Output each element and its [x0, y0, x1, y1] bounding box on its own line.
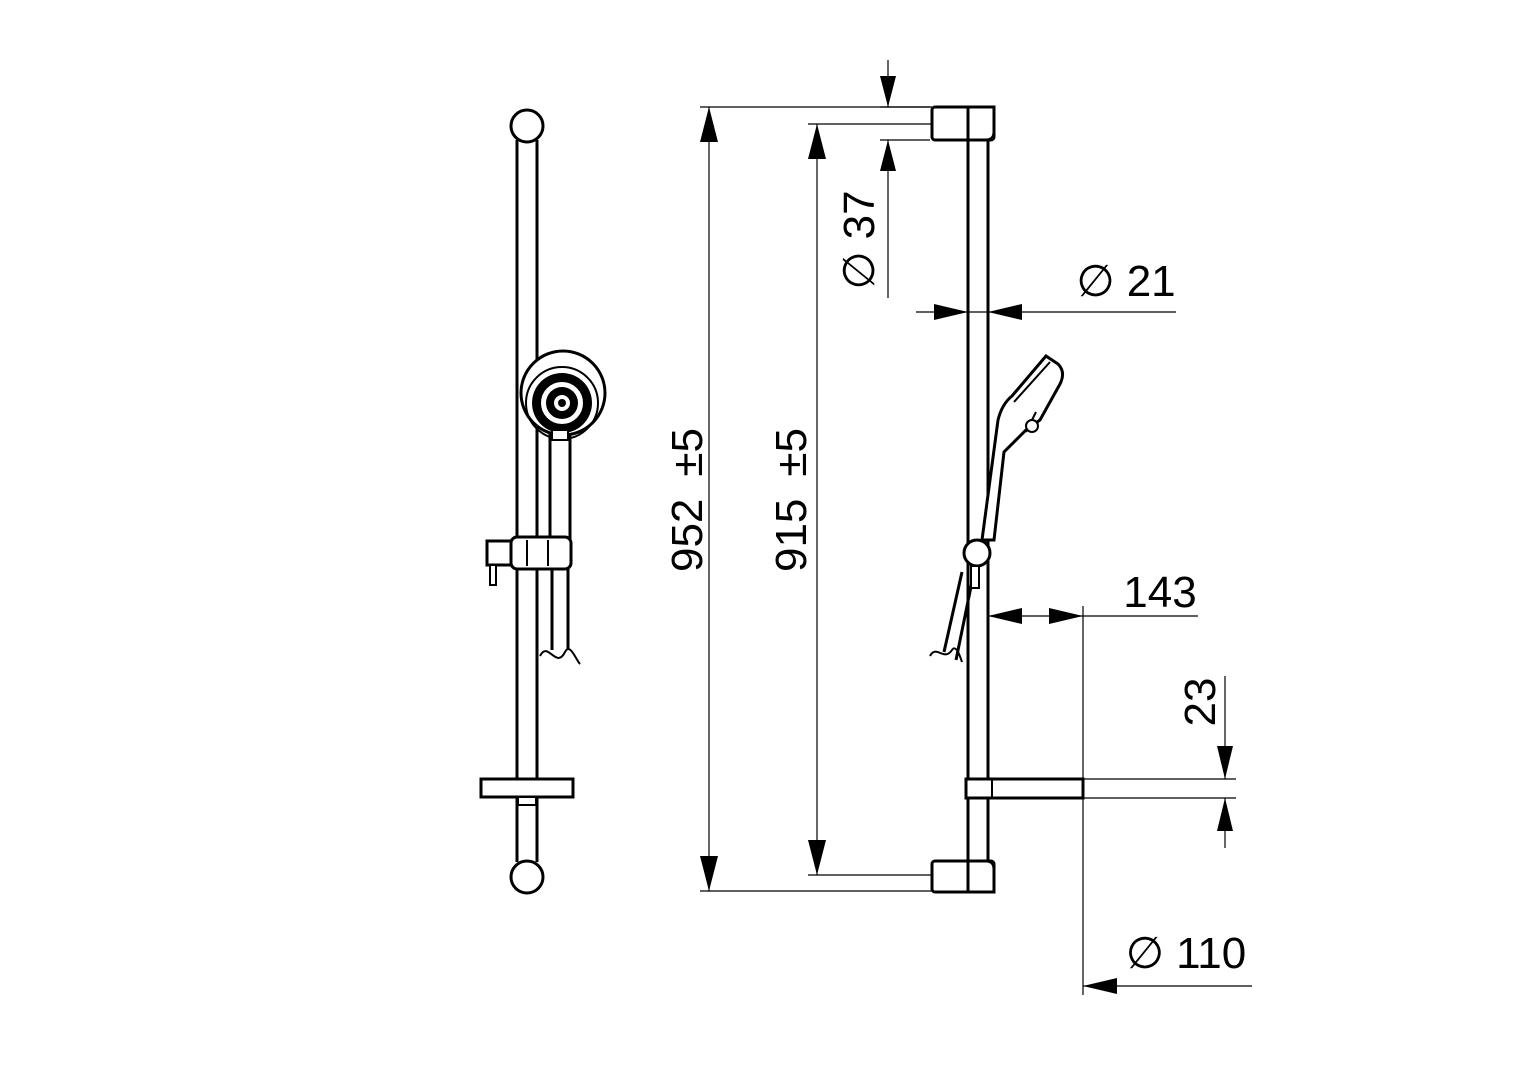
dimension-projection: 143 [988, 568, 1198, 995]
overall-height-tolerance: ±5 [663, 428, 712, 477]
front-slider [485, 535, 573, 586]
front-shelf [479, 777, 575, 806]
svg-text:∅37: ∅ 37 [835, 190, 884, 289]
side-shelf [964, 777, 1085, 800]
svg-text:∅21: ∅ 21 [1076, 257, 1175, 306]
rail-diameter-value: 21 [1127, 257, 1176, 306]
dimension-bracket-diameter: ∅ 37 [835, 60, 930, 298]
head-diameter-symbol: ∅ [1126, 929, 1164, 978]
bracket-diameter-symbol: ∅ [835, 251, 884, 289]
dimension-head-diameter: ∅110 [1083, 929, 1252, 994]
front-shower-head [519, 349, 607, 540]
head-diameter-value: 110 [1176, 929, 1246, 978]
rail-diameter-symbol: ∅ [1076, 257, 1114, 306]
overall-height-value: 952 [663, 499, 712, 572]
side-bottom-bracket [930, 859, 996, 894]
mounting-distance-tolerance: ±5 [767, 428, 816, 477]
dimension-overall-height: 952 ±5 [663, 106, 932, 892]
front-hose [539, 569, 581, 665]
side-view [929, 105, 1085, 894]
mounting-distance-value: 915 [767, 499, 816, 572]
side-rail [966, 140, 990, 862]
front-bottom-cap [509, 859, 545, 895]
side-slider [962, 538, 992, 589]
side-top-bracket [930, 105, 996, 142]
svg-text:∅110: ∅110 [1126, 929, 1246, 978]
dimension-mounting-distance: 915±5 [767, 123, 932, 876]
dimension-shelf-height: 23 [1083, 676, 1236, 848]
dimension-rail-diameter: ∅ 21 [916, 257, 1176, 320]
shelf-height-value: 23 [1176, 678, 1225, 727]
front-rail [515, 140, 539, 862]
front-top-cap [509, 108, 545, 144]
front-view [479, 108, 607, 895]
svg-text:952±5: 952±5 [663, 428, 712, 572]
bracket-diameter-value: 37 [835, 190, 884, 239]
projection-value: 143 [1123, 568, 1196, 617]
svg-text:915±5: 915±5 [767, 428, 816, 572]
